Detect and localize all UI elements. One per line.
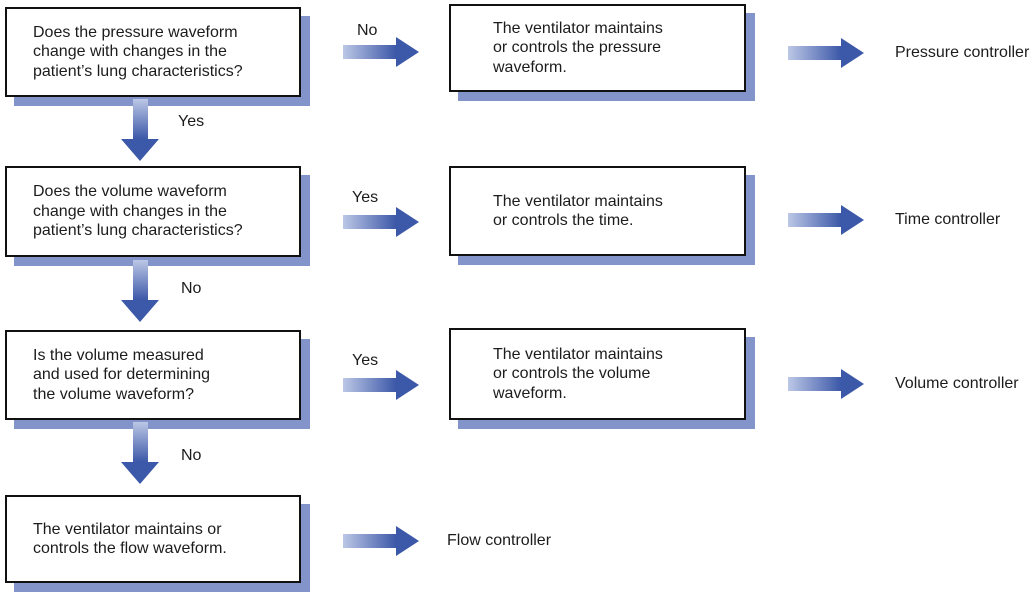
arrow-shaft bbox=[132, 422, 148, 462]
question-box-pressure: Does the pressure waveform change with c… bbox=[5, 7, 301, 97]
arrow-right-icon bbox=[788, 205, 864, 235]
arrow-shaft bbox=[343, 45, 396, 59]
down-arrow-label: Yes bbox=[178, 113, 205, 130]
arrow-head bbox=[396, 526, 419, 556]
question-box-volume: Does the volume waveform change with cha… bbox=[5, 166, 301, 257]
result-text: The ventilator maintains or controls the… bbox=[493, 19, 663, 76]
arrow-shaft bbox=[343, 215, 396, 229]
result-text: The ventilator maintains or controls the… bbox=[493, 192, 663, 230]
controller-label-time: Time controller bbox=[895, 211, 1001, 228]
arrow-right-icon bbox=[788, 369, 864, 399]
arrow-shaft bbox=[788, 213, 841, 227]
arrow-shaft bbox=[343, 534, 396, 548]
arrow-head bbox=[396, 370, 419, 400]
arrow-right-icon bbox=[343, 37, 419, 67]
branch-arrow-label: Yes bbox=[352, 189, 379, 206]
arrow-head bbox=[121, 139, 159, 161]
arrow-head bbox=[396, 37, 419, 67]
question-text: Does the pressure waveform change with c… bbox=[33, 23, 243, 80]
arrow-down-icon bbox=[121, 99, 159, 161]
arrow-head bbox=[121, 300, 159, 322]
arrow-shaft bbox=[343, 378, 396, 392]
branch-arrow-label: Yes bbox=[352, 352, 379, 369]
result-text: The ventilator maintains or controls the… bbox=[493, 345, 663, 402]
arrow-head bbox=[396, 207, 419, 237]
question-text: Does the volume waveform change with cha… bbox=[33, 183, 243, 240]
arrow-shaft bbox=[132, 260, 148, 300]
question-text: The ventilator maintains or controls the… bbox=[33, 520, 227, 558]
arrow-head bbox=[841, 369, 864, 399]
branch-arrow-label: No bbox=[357, 22, 378, 39]
result-box-time: The ventilator maintains or controls the… bbox=[449, 166, 746, 256]
arrow-head bbox=[121, 462, 159, 484]
down-arrow-label: No bbox=[181, 280, 202, 297]
controller-label-pressure: Pressure controller bbox=[895, 44, 1030, 61]
arrow-right-icon bbox=[343, 370, 419, 400]
arrow-shaft bbox=[788, 46, 841, 60]
result-box-pressure: The ventilator maintains or controls the… bbox=[449, 4, 746, 92]
arrow-right-icon bbox=[343, 526, 419, 556]
question-box-flow: The ventilator maintains or controls the… bbox=[5, 495, 301, 583]
arrow-shaft bbox=[132, 99, 148, 139]
arrow-shaft bbox=[788, 377, 841, 391]
question-box-volume-measured: Is the volume measured and used for dete… bbox=[5, 330, 301, 420]
arrow-down-icon bbox=[121, 260, 159, 322]
question-text: Is the volume measured and used for dete… bbox=[33, 346, 210, 403]
arrow-down-icon bbox=[121, 422, 159, 484]
result-box-volume: The ventilator maintains or controls the… bbox=[449, 328, 746, 420]
arrow-right-icon bbox=[343, 207, 419, 237]
down-arrow-label: No bbox=[181, 447, 202, 464]
controller-label-flow: Flow controller bbox=[447, 532, 552, 549]
arrow-head bbox=[841, 38, 864, 68]
arrow-right-icon bbox=[788, 38, 864, 68]
arrow-head bbox=[841, 205, 864, 235]
controller-label-volume: Volume controller bbox=[895, 375, 1019, 392]
